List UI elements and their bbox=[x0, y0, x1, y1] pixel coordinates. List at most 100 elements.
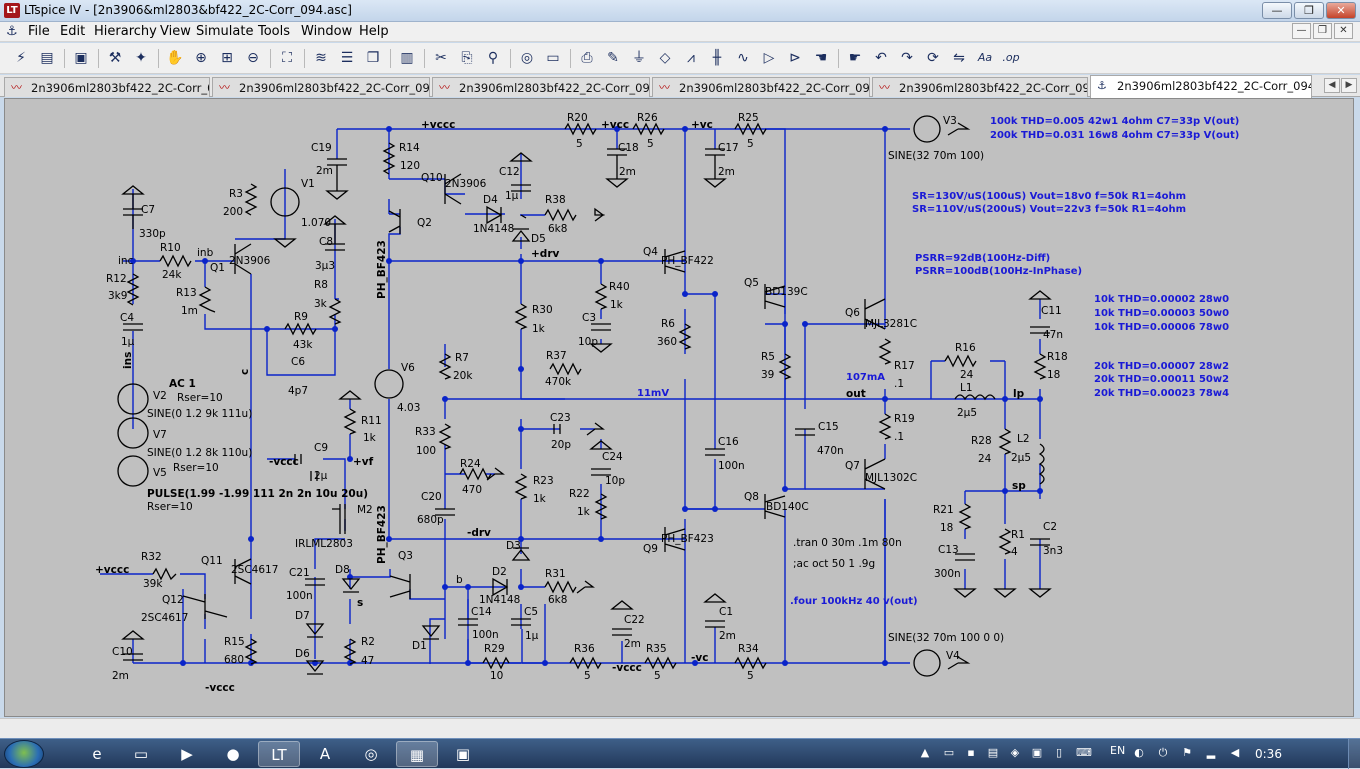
tab-092-3-fft[interactable]: 〰2n3906ml2803bf422_2C-Corr_092[3].fft bbox=[652, 77, 870, 97]
value-C19: 2m bbox=[316, 165, 333, 177]
tab-scroll-right-button[interactable]: ▶ bbox=[1341, 78, 1357, 93]
waveform-icon: 〰 bbox=[219, 81, 230, 94]
zoom-fit-icon[interactable]: ⛶ bbox=[282, 50, 292, 66]
menu-simulate[interactable]: Simulate bbox=[196, 24, 254, 39]
autorange-icon[interactable]: ≋ bbox=[315, 50, 327, 66]
tray-safely-remove-icon[interactable]: ◈ bbox=[1010, 746, 1020, 759]
find-icon[interactable]: ⚲ bbox=[487, 50, 499, 66]
spice-directive-icon[interactable]: .op bbox=[1002, 51, 1020, 64]
maximize-button[interactable]: ❐ bbox=[1294, 2, 1324, 19]
move-hand-icon[interactable]: ☚ bbox=[814, 50, 828, 66]
zoom-area-icon[interactable]: ⊞ bbox=[221, 50, 233, 66]
language-indicator[interactable]: EN bbox=[1110, 744, 1126, 757]
inductor-icon[interactable]: ∿ bbox=[737, 50, 749, 66]
show-desktop-button[interactable] bbox=[1348, 739, 1360, 769]
label-R13: R13 bbox=[176, 287, 197, 299]
rotate-icon[interactable]: ⟳ bbox=[927, 50, 939, 66]
binoculars-icon[interactable]: ◎ bbox=[520, 50, 534, 66]
tray-power-icon[interactable]: ⏻ bbox=[1158, 746, 1168, 759]
close-button[interactable]: ✕ bbox=[1326, 2, 1356, 19]
ltspice-app-icon[interactable]: LT bbox=[4, 3, 20, 18]
label-net-icon[interactable]: ◇ bbox=[659, 50, 671, 66]
mirror-icon[interactable]: ⇋ bbox=[953, 50, 965, 66]
run-man-icon[interactable]: ✦ bbox=[135, 50, 147, 66]
taskbar-explorer-icon[interactable]: ▭ bbox=[133, 745, 149, 763]
resistor-icon[interactable]: ⩘ bbox=[687, 50, 695, 66]
status-bar bbox=[0, 718, 1360, 738]
clock[interactable]: 0:36 bbox=[1255, 747, 1282, 761]
taskbar-firefox-icon[interactable]: ● bbox=[226, 745, 240, 763]
run-icon[interactable]: ⚡ bbox=[16, 50, 26, 66]
tray-user-icon[interactable]: ◐ bbox=[1134, 746, 1144, 759]
capacitor-icon[interactable]: ╫ bbox=[712, 50, 722, 66]
menu-window[interactable]: Window bbox=[301, 24, 353, 39]
ground-icon[interactable]: ⏚ bbox=[632, 50, 646, 66]
pencil-wire-icon[interactable]: ✎ bbox=[607, 50, 619, 66]
menu-hierarchy[interactable]: Hierarchy bbox=[94, 24, 157, 39]
copy-icon[interactable]: ⎘ bbox=[461, 50, 473, 66]
undo-icon[interactable]: ↶ bbox=[875, 50, 887, 66]
taskbar-clapper-icon[interactable]: ▦ bbox=[396, 741, 438, 767]
tray-keyboard-icon[interactable]: ⌨ bbox=[1076, 746, 1092, 759]
tab-092-1-fft[interactable]: 〰2n3906ml2803bf422_2C-Corr_092[1].fft bbox=[212, 77, 430, 97]
print-icon[interactable]: ⎙ bbox=[581, 50, 593, 66]
tab-scroll-left-button[interactable]: ◀ bbox=[1324, 78, 1340, 93]
menu-edit[interactable]: Edit bbox=[60, 24, 86, 39]
tab-094-asc[interactable]: ⚓2n3906ml2803bf422_2C-Corr_094.asc bbox=[1090, 75, 1312, 98]
schematic-canvas[interactable]: R20 5 R26 5 R25 5 V3 SINE(32 70m 100) +v… bbox=[4, 98, 1354, 717]
component-icon[interactable]: ⊳ bbox=[789, 50, 801, 66]
taskbar-network-icon[interactable]: ◎ bbox=[364, 745, 378, 763]
save-icon[interactable]: ▣ bbox=[74, 50, 88, 66]
taskbar-acrobat-icon[interactable]: A bbox=[319, 745, 331, 763]
tray-trash-icon[interactable]: ▯ bbox=[1055, 746, 1063, 759]
taskbar-ie-icon[interactable]: e bbox=[92, 745, 102, 763]
value-L2: 2µ5 bbox=[1011, 452, 1031, 464]
cascade-icon[interactable]: ❐ bbox=[366, 50, 380, 66]
taskbar-window-app-icon[interactable]: ▣ bbox=[455, 745, 471, 763]
menu-view[interactable]: View bbox=[160, 24, 191, 39]
taskbar-ltspice-icon[interactable]: LT bbox=[258, 741, 300, 767]
tray-folder-icon[interactable]: ▭ bbox=[943, 746, 955, 759]
open-icon[interactable]: ▤ bbox=[40, 50, 54, 66]
tab-092-2-fft[interactable]: 〰2n3906ml2803bf422_2C-Corr_092[2].fft bbox=[432, 77, 650, 97]
menu-tools[interactable]: Tools bbox=[258, 24, 291, 39]
label-R37: R37 bbox=[546, 350, 567, 362]
print-preview-icon[interactable]: ▭ bbox=[546, 50, 560, 66]
control-panel-icon[interactable]: ⚒ bbox=[108, 50, 122, 66]
pan-hand-icon[interactable]: ✋ bbox=[166, 50, 184, 66]
tray-volume-icon[interactable]: ◀ bbox=[1230, 746, 1240, 759]
tray-network-icon[interactable]: ▣ bbox=[1031, 746, 1043, 759]
label-C21: C21 bbox=[289, 567, 310, 579]
tile-vertical-icon[interactable]: ▥ bbox=[400, 50, 414, 66]
tile-horizontal-icon[interactable]: ☰ bbox=[340, 50, 354, 66]
label-D1: D1 bbox=[412, 640, 427, 652]
taskbar-media-player-icon[interactable]: ▶ bbox=[181, 745, 193, 763]
mdi-doc-icon[interactable]: ⚓ bbox=[6, 24, 18, 39]
zoom-in-icon[interactable]: ⊕ bbox=[195, 50, 207, 66]
tab-093-raw[interactable]: 〰2n3906ml2803bf422_2C-Corr_093.raw bbox=[872, 77, 1088, 97]
tray-signal-icon[interactable]: ▂ bbox=[1206, 746, 1216, 759]
zoom-out-icon[interactable]: ⊖ bbox=[247, 50, 259, 66]
tray-flag-icon[interactable]: ⚑ bbox=[1182, 746, 1192, 759]
tray-app-icon[interactable]: ▪ bbox=[967, 746, 975, 759]
waveform-icon: 〰 bbox=[439, 81, 450, 94]
diode-icon[interactable]: ▷ bbox=[763, 50, 775, 66]
mdi-restore-button[interactable]: ❐ bbox=[1313, 23, 1332, 39]
mdi-minimize-button[interactable]: — bbox=[1292, 23, 1311, 39]
drag-hand-icon[interactable]: ☛ bbox=[848, 50, 862, 66]
redo-icon[interactable]: ↷ bbox=[901, 50, 913, 66]
mdi-close-button[interactable]: ✕ bbox=[1334, 23, 1353, 39]
toolbar-separator bbox=[64, 49, 65, 68]
tray-arrow-icon[interactable]: ▲ bbox=[920, 746, 930, 759]
minimize-button[interactable]: — bbox=[1262, 2, 1292, 19]
menu-file[interactable]: File bbox=[28, 24, 50, 39]
text-icon[interactable]: Aa bbox=[977, 51, 993, 64]
note-thd-200k: 200k THD=0.031 16w8 4ohm C7=33p V(out) bbox=[990, 130, 1239, 141]
label-C24: C24 bbox=[602, 451, 623, 463]
tray-monitor-icon[interactable]: ▤ bbox=[987, 746, 999, 759]
tab-092-fft[interactable]: 〰2n3906ml2803bf422_2C-Corr_092.fft bbox=[4, 77, 210, 97]
cut-icon[interactable]: ✂ bbox=[435, 50, 447, 66]
menu-bar: ⚓ File Edit Hierarchy View Simulate Tool… bbox=[0, 22, 1360, 42]
menu-help[interactable]: Help bbox=[359, 24, 389, 39]
start-button[interactable] bbox=[4, 740, 44, 768]
